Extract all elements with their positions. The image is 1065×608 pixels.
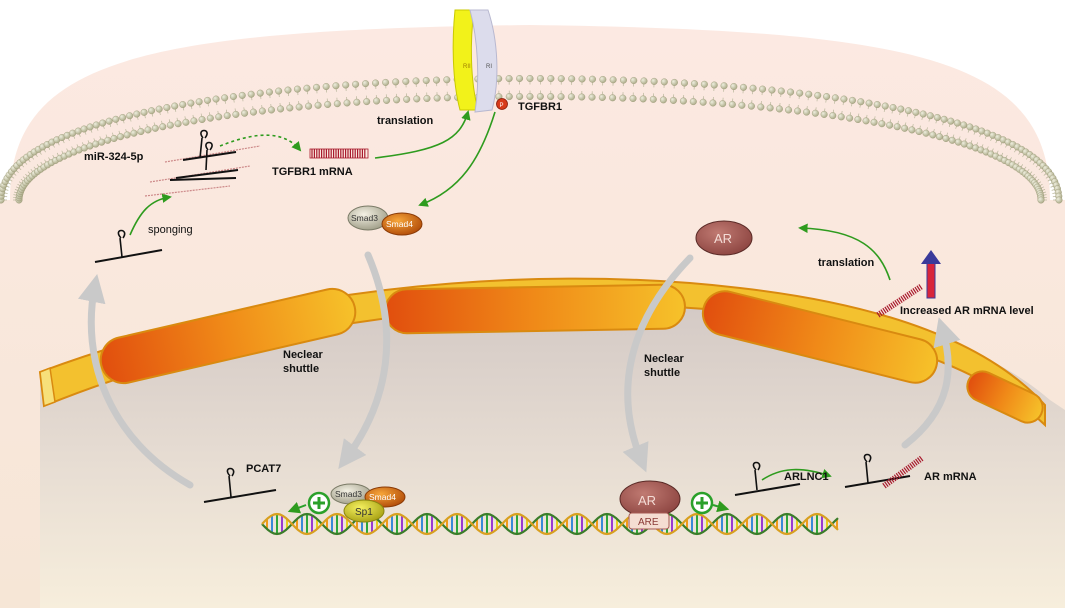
hairpin-lncrna-icon bbox=[734, 461, 801, 496]
envelope-segment-4 bbox=[966, 370, 1044, 424]
hairpin-lncrna-icon bbox=[199, 129, 208, 159]
phospho-icon bbox=[496, 98, 508, 110]
mrna-strand-icon bbox=[309, 148, 369, 159]
lncrna-backbone-1 bbox=[182, 151, 237, 161]
shuttle-arrows bbox=[77, 251, 961, 489]
translation-arrow-left bbox=[374, 110, 471, 159]
ar-protein-cytoplasm: AR bbox=[695, 220, 753, 256]
mrna-strand-icon bbox=[876, 283, 924, 318]
nuclear-envelope bbox=[38, 277, 1046, 428]
lncrna-backbone-3 bbox=[169, 177, 237, 181]
smad-complex-cytoplasm: Smad3 Smad4 bbox=[347, 205, 423, 236]
mirna-strand-3 bbox=[144, 185, 231, 197]
ar-mrna-export-arrow bbox=[901, 317, 961, 449]
mirna-strand-2 bbox=[149, 165, 251, 183]
tgfbr1-label: TGFBR1 bbox=[518, 101, 562, 113]
translation-arrow-right bbox=[798, 223, 891, 281]
mirna-strand-1 bbox=[164, 145, 261, 163]
smad3-label: Smad3 bbox=[351, 213, 378, 223]
nuclear-shuttle-right-line1: Neclear bbox=[644, 353, 684, 365]
smad4-cytoplasm bbox=[381, 212, 423, 236]
hairpin-lncrna-icon bbox=[205, 141, 213, 171]
ar-import-arrow bbox=[622, 254, 694, 473]
nuclear-shuttle-right-line2: shuttle bbox=[644, 367, 680, 379]
ar-mrna-label: AR mRNA bbox=[924, 471, 977, 483]
envelope-left-cap bbox=[39, 366, 56, 408]
phospho-label: P bbox=[500, 103, 504, 109]
tgfbr1-receptor: RII RI P bbox=[452, 9, 508, 113]
hairpin-lncrna-icon bbox=[203, 467, 277, 503]
nuclear-shuttle-left-line2: shuttle bbox=[283, 363, 319, 375]
sponging-arrow bbox=[129, 193, 172, 236]
envelope-segment-3 bbox=[701, 290, 939, 384]
sp1-label: Sp1 bbox=[355, 507, 373, 518]
smad-sp1-complex: Smad3 Smad4 Sp1 bbox=[330, 483, 406, 523]
nuclear-shuttle-left-line1: Neclear bbox=[283, 349, 323, 361]
mrna-strand-icon bbox=[882, 455, 924, 489]
smad4-label: Smad4 bbox=[386, 219, 413, 229]
increase-arrow-icon bbox=[921, 250, 941, 299]
hairpin-lncrna-icon bbox=[863, 453, 872, 484]
ar-protein-shape bbox=[695, 220, 753, 256]
tgfbr1-mrna-label: TGFBR1 mRNA bbox=[272, 166, 353, 178]
translation-right-label: translation bbox=[818, 257, 875, 269]
receptor-rii-label: RII bbox=[463, 64, 471, 70]
plasma-membrane bbox=[0, 74, 1063, 204]
smad3-dna-label: Smad3 bbox=[335, 489, 362, 499]
green-arrows bbox=[129, 110, 891, 481]
ar-protein-label: AR bbox=[714, 231, 732, 246]
pcat7-export-arrow bbox=[77, 274, 194, 489]
receptor-ri bbox=[469, 9, 498, 113]
ar-dna-label: AR bbox=[638, 493, 656, 508]
ar-are-complex: AR ARE bbox=[619, 480, 681, 530]
smad-import-arrow bbox=[338, 251, 391, 469]
receptor-ri-label: RI bbox=[486, 64, 492, 70]
sp1-dna bbox=[343, 499, 385, 523]
envelope-segment-1 bbox=[99, 287, 357, 385]
sponging-label: sponging bbox=[148, 224, 193, 236]
lncrna-backbone-2 bbox=[175, 169, 239, 179]
are-element bbox=[628, 512, 670, 530]
mirna-sponge-complex bbox=[144, 129, 261, 197]
ar-mrna-complex bbox=[844, 453, 924, 489]
smad4-dna-label: Smad4 bbox=[369, 492, 396, 502]
mirna-label: miR-324-5p bbox=[84, 151, 144, 163]
arlnc1-regulation-arrow bbox=[761, 468, 832, 481]
pcat7-label: PCAT7 bbox=[246, 463, 281, 475]
arlnc1-label: ARLNC1 bbox=[784, 471, 829, 483]
hairpin-lncrna-icon bbox=[94, 229, 163, 263]
translation-left-label: translation bbox=[377, 115, 434, 127]
are-label: ARE bbox=[638, 517, 659, 528]
increased-ar-label: Increased AR mRNA level bbox=[900, 305, 1034, 317]
activation-plus-icon bbox=[690, 491, 730, 515]
mirna-target-arrow bbox=[219, 134, 302, 152]
smad-activation-arrow bbox=[418, 111, 496, 207]
activation-plus-icon bbox=[287, 491, 331, 515]
